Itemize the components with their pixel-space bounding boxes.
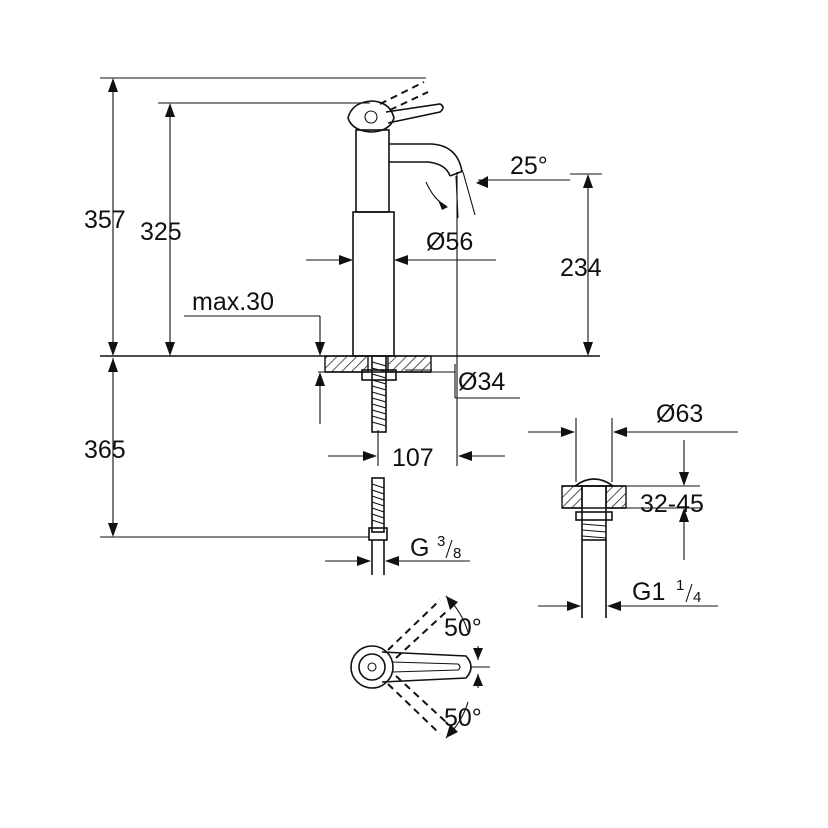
handle-top-inner [358, 653, 386, 681]
handle-top-lever [381, 651, 472, 683]
dimension-hole-diameter: Ø34 [405, 364, 520, 399]
dimension-projection: 107 [328, 172, 505, 472]
angle-up-arrowhead [446, 596, 458, 610]
label-supply-length: 365 [84, 436, 126, 464]
label-supply-thread: G [410, 534, 429, 562]
supply-hose [368, 477, 388, 575]
label-lever-angle-down: 50° [444, 704, 482, 732]
mounting-nut [361, 369, 397, 381]
label-angle-spout: 25° [510, 152, 548, 180]
handle-top-center [367, 662, 377, 672]
dimension-357: 357 [84, 77, 426, 356]
dimension-basin-thickness: 32-45 [626, 440, 704, 560]
label-waste-diameter: Ø63 [656, 400, 703, 428]
handle-rotated-up [387, 599, 441, 651]
spout-top [389, 143, 463, 173]
waste-valve [561, 418, 627, 618]
spout-bottom [389, 161, 451, 177]
label-hole-diameter: Ø34 [458, 368, 505, 396]
label-total-height: 357 [84, 206, 126, 234]
waste-cap [572, 478, 616, 487]
handle-top-view: 50° 50° [350, 595, 490, 739]
dimension-max30: max.30 [184, 288, 360, 424]
label-supply-thread-num: 3 [437, 533, 445, 550]
angle-slant-line [462, 171, 476, 216]
threaded-shank [361, 355, 397, 433]
angle-down-arrowhead [446, 724, 458, 738]
handle-rotated-up-2 [395, 611, 447, 659]
outlet-arc-arrowhead [438, 200, 448, 210]
handle-knob-center [364, 110, 378, 124]
outlet-arc [425, 181, 447, 207]
label-body-diameter: Ø56 [426, 228, 473, 256]
faucet-body-lower [352, 211, 395, 357]
handle-rotated-down [387, 683, 441, 735]
label-basin-thickness: 32-45 [640, 490, 704, 518]
label-spout-projection-height: 234 [560, 254, 602, 282]
handle-knob [347, 100, 395, 133]
label-waste-thread-num: 1 [676, 577, 684, 594]
label-deck-thickness: max.30 [192, 288, 274, 316]
label-lever-angle-up: 50° [444, 614, 482, 642]
dimension-waste-thread: G1 1 4 [538, 577, 718, 611]
dimension-body-diameter: Ø56 [306, 228, 496, 265]
waste-nut [575, 511, 613, 521]
handle-lever-raised [379, 81, 425, 105]
handle-rotated-down-2 [395, 675, 447, 723]
dimension-234: 234 [560, 173, 602, 356]
supply-fitting [368, 527, 388, 541]
handle-top-lever-slot [391, 661, 461, 673]
dimension-waste-diameter: Ø63 [528, 400, 738, 437]
label-waste-thread-den: 4 [693, 589, 701, 606]
label-spout-height: 325 [140, 218, 182, 246]
dimension-supply-thread: G 3 8 [325, 533, 470, 566]
label-waste-thread: G1 [632, 578, 665, 606]
label-supply-thread-den: 8 [453, 545, 461, 562]
dimension-325: 325 [140, 102, 370, 356]
dimension-angle-25: 25° [476, 152, 570, 188]
handle-lever [385, 103, 444, 124]
label-projection: 107 [392, 444, 434, 472]
dimension-365: 365 [84, 358, 369, 538]
faucet-body-upper [355, 129, 390, 213]
faucet-front-view [347, 81, 476, 357]
handle-top-outer [350, 645, 394, 689]
